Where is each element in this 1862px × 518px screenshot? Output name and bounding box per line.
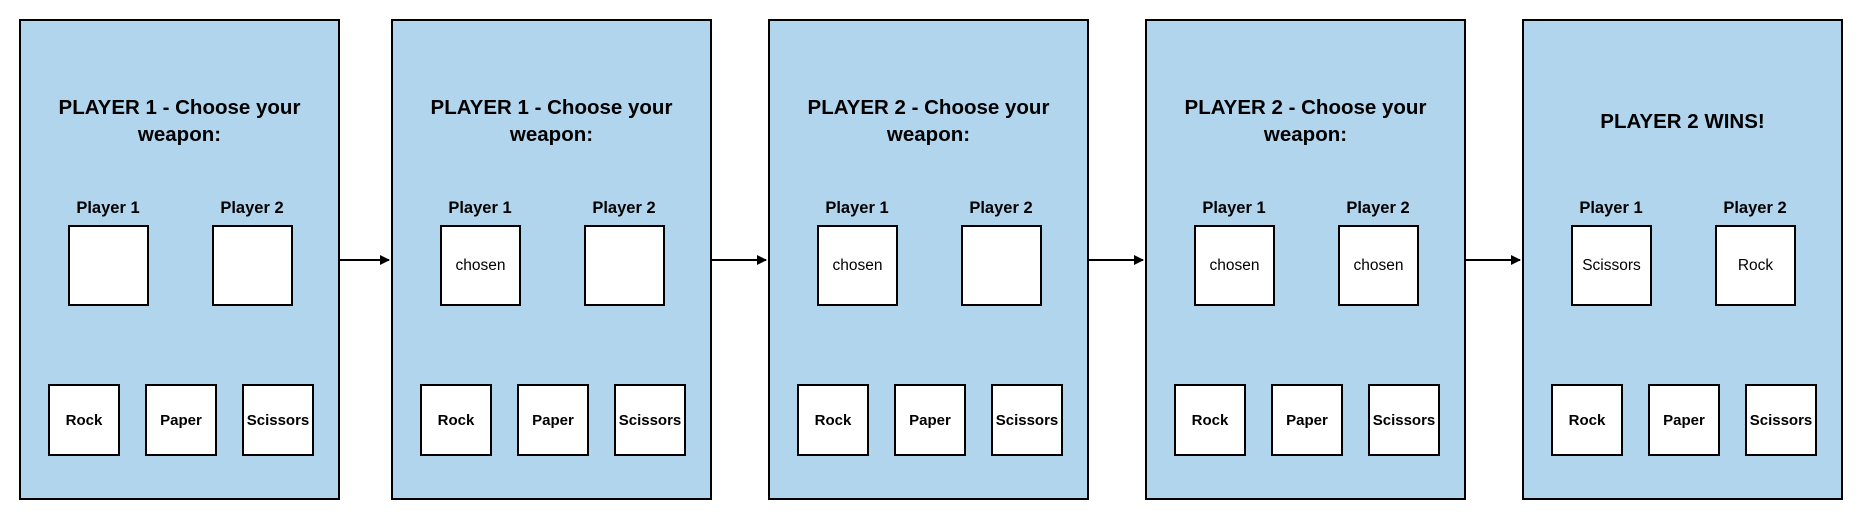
player-1-label: Player 1 (825, 199, 889, 217)
player-1-choice-slot: Scissors (1571, 225, 1652, 306)
player-2-label: Player 2 (1723, 199, 1787, 217)
panel-title: PLAYER 2 - Choose your weapon: (1184, 96, 1427, 146)
panel-title: PLAYER 2 WINS! (1600, 109, 1765, 133)
screen-panel-2: PLAYER 1 - Choose your weapon: Player 1 … (391, 19, 712, 500)
rock-button[interactable]: Rock (420, 384, 492, 456)
rock-button[interactable]: Rock (48, 384, 120, 456)
panel-title: PLAYER 2 - Choose your weapon: (807, 96, 1050, 146)
panel-title: PLAYER 1 - Choose your weapon: (430, 96, 673, 146)
scissors-button[interactable]: Scissors (614, 384, 686, 456)
player-1-label: Player 1 (1579, 199, 1643, 217)
panel-title: PLAYER 1 - Choose your weapon: (58, 96, 301, 146)
rock-button[interactable]: Rock (797, 384, 869, 456)
paper-button[interactable]: Paper (145, 384, 217, 456)
scissors-button[interactable]: Scissors (1745, 384, 1817, 456)
player-2-choice-slot (584, 225, 665, 306)
player-2-label: Player 2 (1346, 199, 1410, 217)
screen-panel-1: PLAYER 1 - Choose your weapon: Player 1 … (19, 19, 340, 500)
player-1-label: Player 1 (448, 199, 512, 217)
screen-panel-3: PLAYER 2 - Choose your weapon: Player 1 … (768, 19, 1089, 500)
player-2-choice-slot (961, 225, 1042, 306)
rock-button[interactable]: Rock (1174, 384, 1246, 456)
player-2-choice-slot: Rock (1715, 225, 1796, 306)
player-1-choice-slot: chosen (817, 225, 898, 306)
player-2-label: Player 2 (220, 199, 284, 217)
player-2-choice-slot: chosen (1338, 225, 1419, 306)
screen-panel-4: PLAYER 2 - Choose your weapon: Player 1 … (1145, 19, 1466, 500)
player-1-label: Player 1 (76, 199, 140, 217)
scissors-button[interactable]: Scissors (1368, 384, 1440, 456)
paper-button[interactable]: Paper (517, 384, 589, 456)
player-2-choice-slot (212, 225, 293, 306)
paper-button[interactable]: Paper (1648, 384, 1720, 456)
player-2-label: Player 2 (969, 199, 1033, 217)
paper-button[interactable]: Paper (1271, 384, 1343, 456)
player-1-choice-slot (68, 225, 149, 306)
player-2-label: Player 2 (592, 199, 656, 217)
player-1-choice-slot: chosen (440, 225, 521, 306)
screen-panel-5: PLAYER 2 WINS! Player 1 Player 2 Scissor… (1522, 19, 1843, 500)
rock-button[interactable]: Rock (1551, 384, 1623, 456)
scissors-button[interactable]: Scissors (242, 384, 314, 456)
player-1-choice-slot: chosen (1194, 225, 1275, 306)
paper-button[interactable]: Paper (894, 384, 966, 456)
scissors-button[interactable]: Scissors (991, 384, 1063, 456)
player-1-label: Player 1 (1202, 199, 1266, 217)
